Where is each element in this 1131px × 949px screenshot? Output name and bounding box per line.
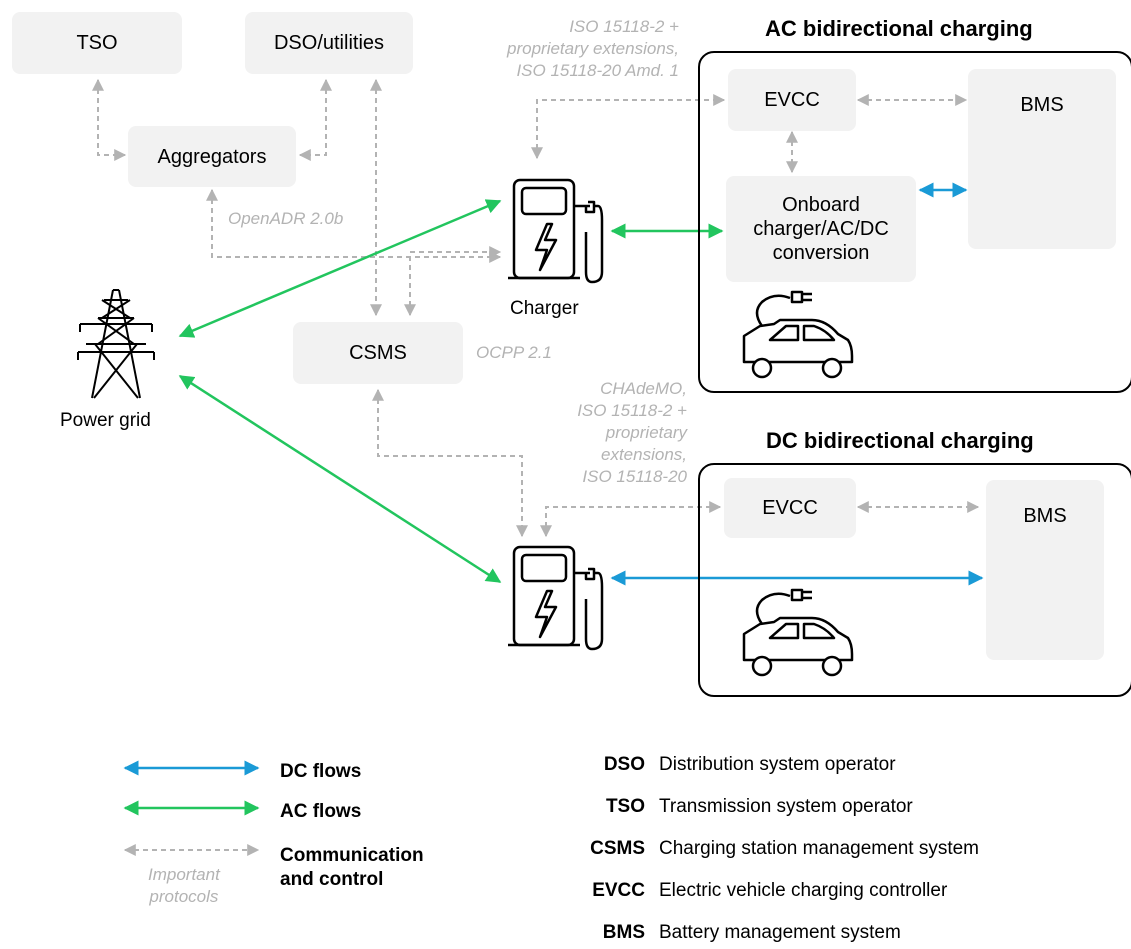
aggregators-box: Aggregators xyxy=(128,126,296,187)
dc-iso-protocol: CHAdeMO, ISO 15118-2 + proprietary exten… xyxy=(577,379,687,486)
onboard-charger-box: Onboard charger/AC/DC conversion xyxy=(726,176,916,282)
legend-arrows xyxy=(123,760,260,856)
ac-vehicle-panel xyxy=(698,51,1131,393)
dc-flows xyxy=(610,182,984,586)
bms-dc-box: BMS xyxy=(986,480,1104,660)
link-charger-evcc-ac xyxy=(531,94,726,160)
charger-icon xyxy=(508,178,604,284)
charger-icon-dc xyxy=(508,545,604,651)
link-csms-charger-ac xyxy=(404,246,502,317)
ac-grid-dc-charger xyxy=(178,374,502,584)
link-csms-charger-dc xyxy=(372,388,528,538)
ac-grid-charger xyxy=(178,199,502,338)
legend-dc-flows: DC flows xyxy=(280,761,362,782)
dso-box: DSO/utilities xyxy=(245,12,413,74)
electric-car-icon-dc xyxy=(742,588,854,677)
link-charger-evcc-dc xyxy=(540,501,722,538)
legend-communication: Communication and control xyxy=(280,845,424,890)
link-tso-aggregators xyxy=(92,78,127,161)
openadr-protocol: OpenADR 2.0b xyxy=(228,209,344,228)
csms-box: CSMS xyxy=(293,322,463,384)
link-dso-aggregators xyxy=(298,78,332,161)
dc-charging-title: DC bidirectional charging xyxy=(766,428,1034,453)
dc-vehicle-panel xyxy=(698,463,1131,697)
ac-iso-protocol: ISO 15118-2 + proprietary extensions, IS… xyxy=(507,17,679,80)
ac-flows xyxy=(178,199,724,584)
power-tower-icon xyxy=(77,289,155,399)
power-grid-label: Power grid xyxy=(60,410,151,431)
ac-charging-title: AC bidirectional charging xyxy=(765,16,1033,41)
electric-car-icon xyxy=(742,290,854,379)
legend-important-protocols: Important protocols xyxy=(148,865,220,906)
tso-box: TSO xyxy=(12,12,182,74)
evcc-dc-box: EVCC xyxy=(724,478,856,538)
legend-ac-flows: AC flows xyxy=(280,801,362,822)
bms-ac-box: BMS xyxy=(968,69,1116,249)
ocpp-protocol: OCPP 2.1 xyxy=(476,343,552,362)
evcc-ac-box: EVCC xyxy=(728,69,856,131)
charger-label: Charger xyxy=(510,298,579,319)
